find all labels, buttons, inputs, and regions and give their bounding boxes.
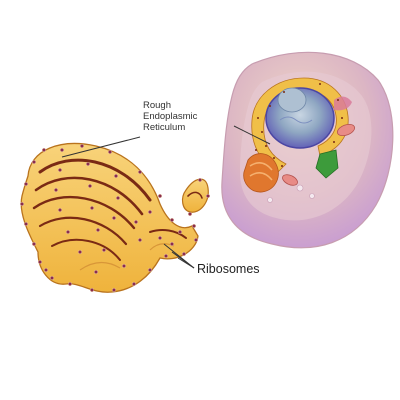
mitochondrion [282,174,298,186]
vesicle [267,197,273,203]
er-cisterna [34,176,144,216]
ribosomes-label: Ribosomes [197,262,260,276]
er-lobe [181,178,209,213]
er-cisterna [38,158,152,202]
er-cisterna [38,216,128,246]
nucleolus [277,87,307,113]
rough-er-label: Rough Endoplasmic Reticulum [143,100,197,133]
er-cisterna [187,191,203,199]
er-cisterna [149,229,187,239]
vesicle [309,193,315,199]
green-organelle [315,149,339,179]
er-fold [79,261,121,271]
chromatin [279,116,313,124]
er-cisterna [32,195,136,230]
er-body [20,142,199,293]
rough-er-leader-left [61,136,141,158]
rough-er-leader-right [233,125,271,145]
golgi-fold [249,162,273,171]
vesicle [296,184,304,192]
cell-er-band [251,77,349,173]
rough-er-label-line: Rough [143,100,171,111]
rough-er-label-line: Endoplasmic [143,111,198,122]
rough-er-illustration [20,142,210,293]
rough-er-label-line: Reticulum [143,122,186,133]
ribosome-dots [20,143,210,293]
er-cisterna [51,238,121,261]
cell-ribosome-dots [255,83,343,167]
mitochondrion [336,123,356,137]
golgi-fold [249,172,273,181]
animal-cell [221,51,394,249]
ribosomes-leader [177,257,195,269]
